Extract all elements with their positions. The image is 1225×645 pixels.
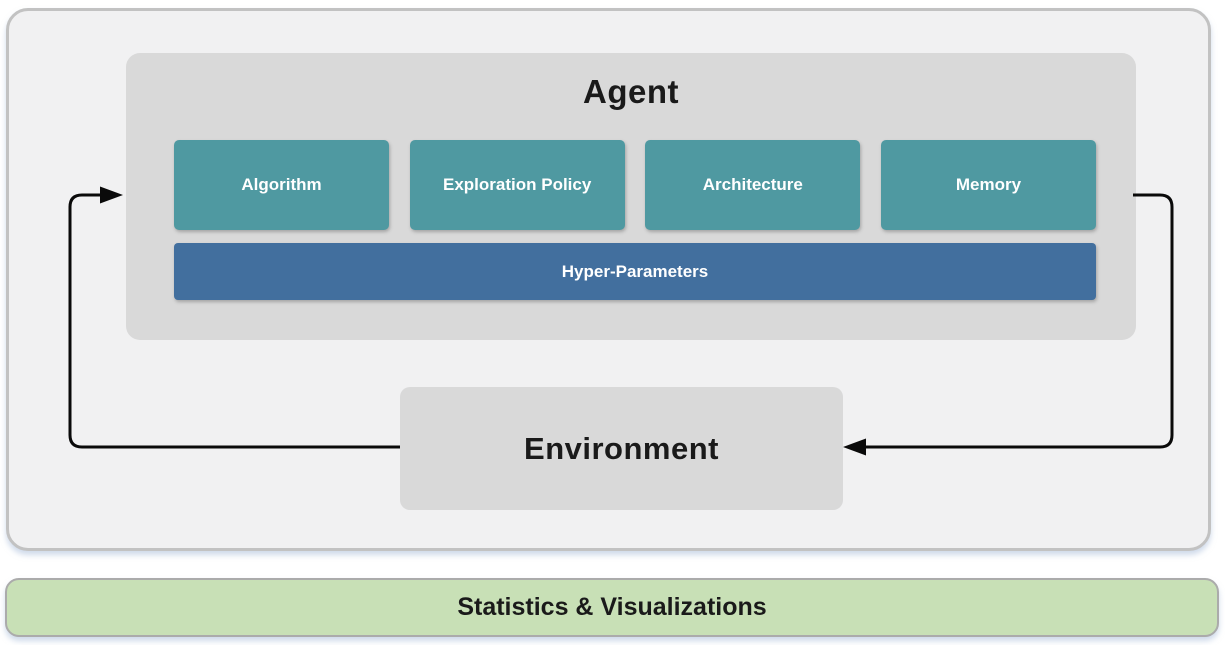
agent-module-algorithm: Algorithm [174, 140, 389, 230]
hyper-parameters-bar: Hyper-Parameters [174, 243, 1096, 300]
agent-container: Agent Algorithm Exploration Policy Archi… [126, 53, 1136, 340]
agent-title: Agent [583, 73, 679, 110]
agent-module-memory: Memory [880, 140, 1096, 230]
environment-box: Environment [400, 387, 843, 510]
agent-module-row: Algorithm Exploration Policy Architectur… [174, 140, 1096, 230]
statistics-visualizations-bar: Statistics & Visualizations [5, 578, 1219, 637]
agent-module-exploration-policy: Exploration Policy [409, 140, 625, 230]
agent-module-architecture: Architecture [645, 140, 861, 230]
